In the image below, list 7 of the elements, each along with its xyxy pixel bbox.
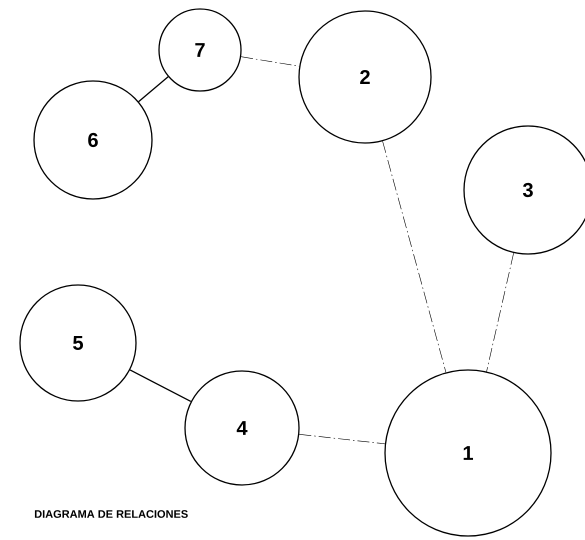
connector-line xyxy=(299,434,386,444)
connector-line xyxy=(240,56,300,67)
connector-line xyxy=(138,76,169,102)
connector-line xyxy=(130,369,192,402)
connector-line xyxy=(486,252,514,372)
connector-line xyxy=(382,140,446,373)
caption: DIAGRAMA DE RELACIONES xyxy=(34,510,188,518)
